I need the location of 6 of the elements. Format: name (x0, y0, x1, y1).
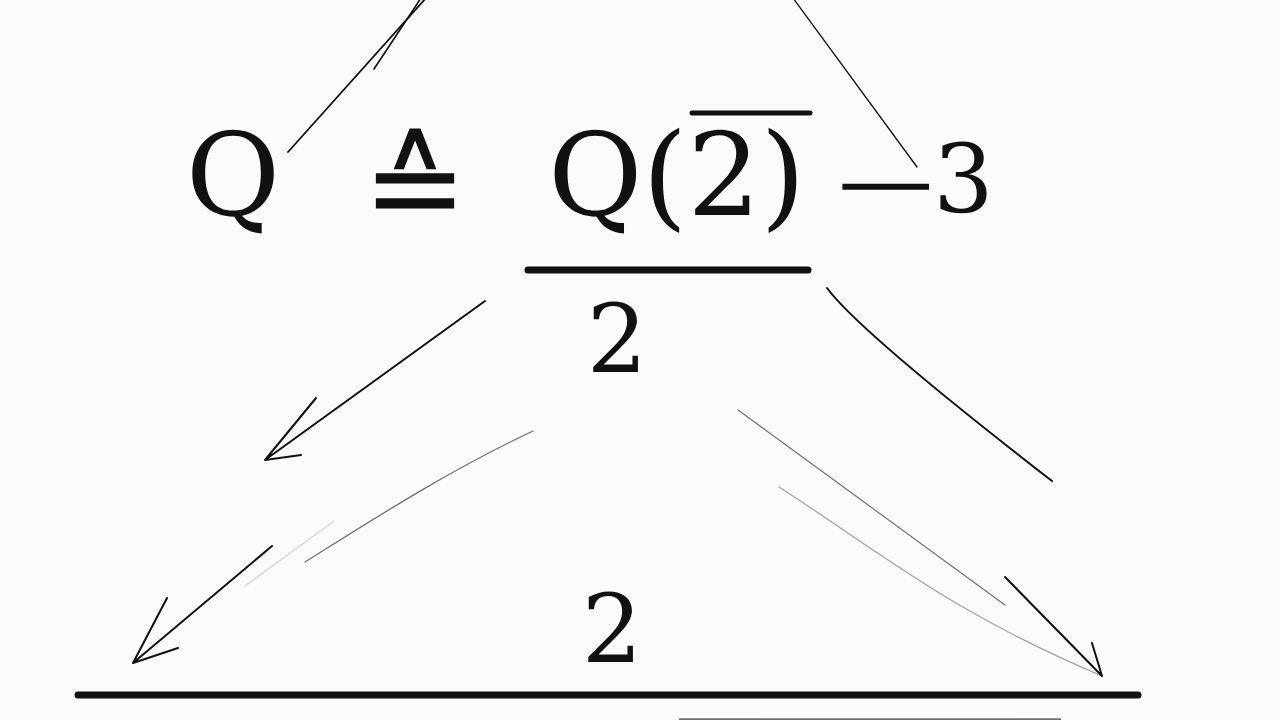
constant-term: —3 (842, 141, 987, 214)
variable-letter: Q (192, 129, 274, 234)
numerator-number: 2 (588, 591, 633, 662)
function-term: Q(2) (554, 127, 797, 234)
relation-symbol: ≙ (375, 128, 455, 209)
denominator-number: 2 (593, 301, 638, 372)
